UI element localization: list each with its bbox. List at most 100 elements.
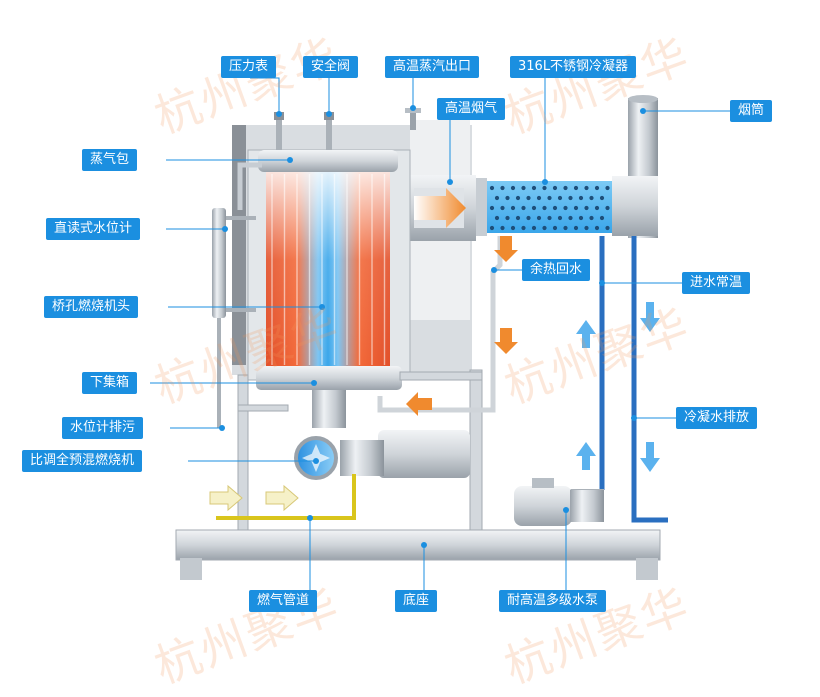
condenser-hole	[552, 205, 558, 211]
leader-dot	[222, 226, 228, 232]
condenser-hole	[510, 205, 516, 211]
tube-bundle-fade	[266, 172, 390, 367]
condenser-hole	[542, 185, 547, 191]
condenser-hole	[557, 215, 563, 221]
blue-flow-arrows	[576, 302, 660, 472]
label-safety-valve: 安全阀	[303, 56, 359, 78]
condenser-hole	[568, 195, 573, 201]
label-chimney: 烟筒	[730, 100, 773, 122]
leader-dot	[599, 280, 605, 286]
leader-dot	[563, 507, 569, 513]
label-gauge-drain: 水位计排污	[62, 417, 144, 439]
condenser-hole	[605, 225, 610, 231]
leader-dot	[421, 542, 427, 548]
condenser-hole	[594, 185, 600, 191]
condenser-hole	[536, 215, 542, 221]
leader-dot	[287, 157, 293, 163]
tube-lines	[271, 174, 386, 365]
burner-body	[340, 440, 384, 476]
condenser-hole	[594, 205, 600, 211]
leader-dot	[640, 108, 646, 114]
condenser-hole	[573, 205, 579, 211]
condenser-hole	[563, 225, 568, 231]
condenser-hole	[578, 195, 584, 201]
condenser-hole	[500, 225, 505, 231]
label-pressure-gauge: 压力表	[221, 56, 277, 78]
condenser-hole	[515, 215, 521, 221]
burner-fan-housing	[378, 430, 470, 478]
leader-dot	[307, 515, 313, 521]
leader-dot	[276, 111, 282, 117]
condenser-hole	[494, 215, 500, 221]
condenser-hole	[578, 215, 584, 221]
condenser-box	[484, 181, 614, 233]
pump-head	[570, 490, 604, 522]
condenser-hole	[599, 215, 605, 221]
label-water-inlet: 进水常温	[682, 272, 751, 294]
label-burner-head: 桥孔燃烧机头	[44, 296, 139, 318]
gauge-connector	[226, 216, 256, 312]
leader-dot	[631, 415, 637, 421]
steam-side-pipe	[237, 162, 262, 210]
condenser-hole	[547, 195, 552, 201]
leader-dot	[410, 105, 416, 111]
label-flue-gas: 高温烟气	[437, 98, 506, 120]
condensate-drain-pipe	[631, 236, 668, 523]
label-condenser: 316L不锈钢冷凝器	[510, 56, 637, 78]
burner-neck	[312, 390, 346, 428]
label-water-level-gauge: 直读式水位计	[46, 218, 141, 240]
condenser-hole	[542, 205, 547, 211]
condenser-hole	[594, 225, 600, 231]
flue-gas-arrow	[414, 188, 466, 228]
condenser-hole	[552, 225, 558, 231]
condenser-hole	[531, 225, 537, 231]
air-intake-arrows	[209, 484, 299, 512]
condenser-hole	[605, 185, 610, 191]
label-premix-burner: 比调全预混燃烧机	[22, 450, 143, 472]
pump-motor	[514, 486, 572, 526]
waste-heat-return-pipe	[377, 236, 503, 413]
condenser-hole	[584, 185, 589, 191]
leader-dot	[542, 179, 548, 185]
label-waste-heat-return: 余热回水	[522, 259, 591, 281]
condenser-hole	[605, 205, 610, 211]
condenser-hole	[489, 225, 495, 231]
condenser-hole	[542, 225, 547, 231]
steam-drum	[258, 150, 398, 172]
pump-terminal-box	[532, 478, 554, 488]
condenser-hole	[521, 225, 526, 231]
condenser-hole	[515, 195, 521, 201]
gas-pipe	[216, 474, 356, 520]
condenser-hole	[521, 205, 526, 211]
condenser-hole	[563, 185, 568, 191]
leader-dots	[219, 105, 646, 548]
leader-dot	[491, 267, 497, 273]
condenser-hole	[510, 185, 516, 191]
condenser-hole	[489, 185, 495, 191]
condenser-hole	[589, 215, 594, 221]
water-level-gauge	[212, 208, 226, 318]
chimney-top	[628, 95, 658, 103]
condenser-hole	[505, 215, 510, 221]
label-steam-outlet: 高温蒸汽出口	[385, 56, 480, 78]
base-leg-left	[180, 558, 202, 580]
condenser-hole	[489, 205, 495, 211]
condenser-flange-right	[612, 176, 658, 236]
base-leg-right	[636, 558, 658, 580]
leader-dot	[313, 458, 319, 464]
condenser-hole	[584, 225, 589, 231]
condenser-hole	[500, 185, 505, 191]
condenser-hole	[526, 215, 531, 221]
condenser-hole	[505, 195, 510, 201]
orange-flow-arrows	[406, 236, 518, 416]
condenser-hole	[494, 195, 500, 201]
lower-header	[256, 366, 402, 390]
label-gas-pipe: 燃气管道	[249, 590, 318, 612]
condenser-hole	[547, 215, 552, 221]
label-base: 底座	[395, 590, 438, 612]
condenser-hole	[563, 205, 568, 211]
label-steam-drum: 蒸气包	[82, 149, 138, 171]
housing-dark-side	[232, 125, 246, 365]
condenser-hole	[568, 215, 573, 221]
condenser-hole	[584, 205, 589, 211]
